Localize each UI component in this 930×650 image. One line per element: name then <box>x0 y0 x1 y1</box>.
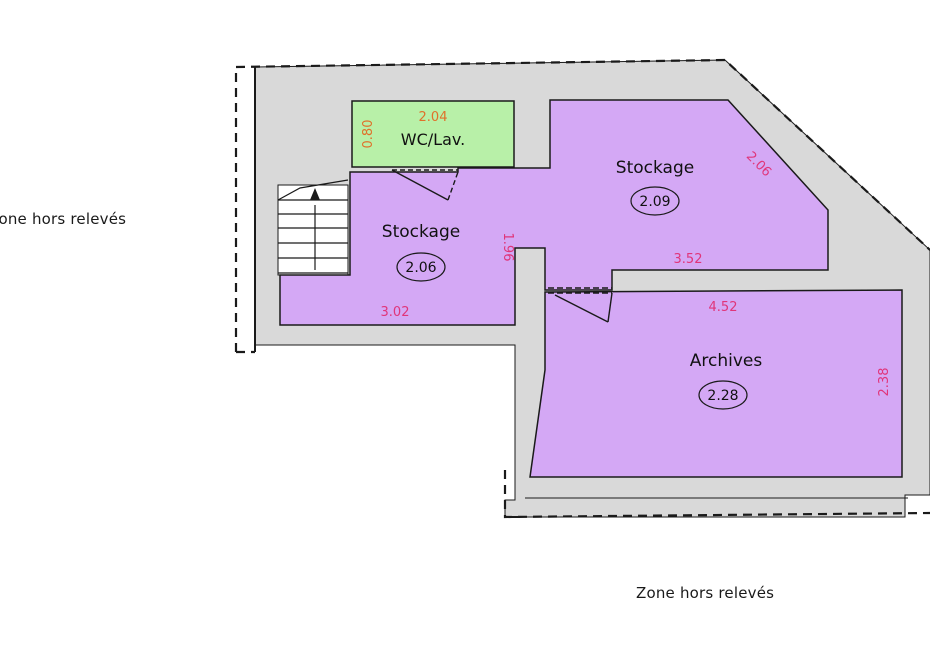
wc-dim-depth: 0.80 <box>361 120 376 149</box>
wc-name: WC/Lav. <box>401 130 465 149</box>
stockage-left-height-badge <box>396 252 446 282</box>
archives-dim-width: 4.52 <box>709 300 738 315</box>
room-wc <box>351 100 515 168</box>
stockage-left-dim-depth: 1.96 <box>500 233 515 262</box>
archives-height-badge <box>698 380 748 410</box>
stairs-icon <box>277 179 349 274</box>
archives-name: Archives <box>690 351 763 371</box>
zone-label-left: Zone hors relevés <box>0 210 127 228</box>
stockage-left-dim-width: 3.02 <box>381 305 410 320</box>
archives-dim-depth: 2.38 <box>877 368 892 397</box>
wc-dim-width: 2.04 <box>419 110 448 125</box>
stockage-right-height: 2.09 <box>639 194 670 210</box>
stockage-left-height: 2.06 <box>405 260 436 276</box>
stockage-left-name: Stockage <box>382 222 460 242</box>
boundary-dashed <box>234 58 930 352</box>
room-archives <box>529 289 903 478</box>
zone-label-bottom: Zone hors relevés <box>636 584 775 602</box>
stockage-right-name: Stockage <box>616 158 694 178</box>
stockage-right-height-badge <box>630 186 680 216</box>
archives-height: 2.28 <box>707 388 738 404</box>
door-archives <box>548 287 613 323</box>
stockage-right-dim-width: 3.52 <box>674 252 703 267</box>
arrow-up-icon <box>310 188 320 200</box>
door-wc <box>391 169 459 201</box>
room-stockage-left <box>279 99 829 326</box>
